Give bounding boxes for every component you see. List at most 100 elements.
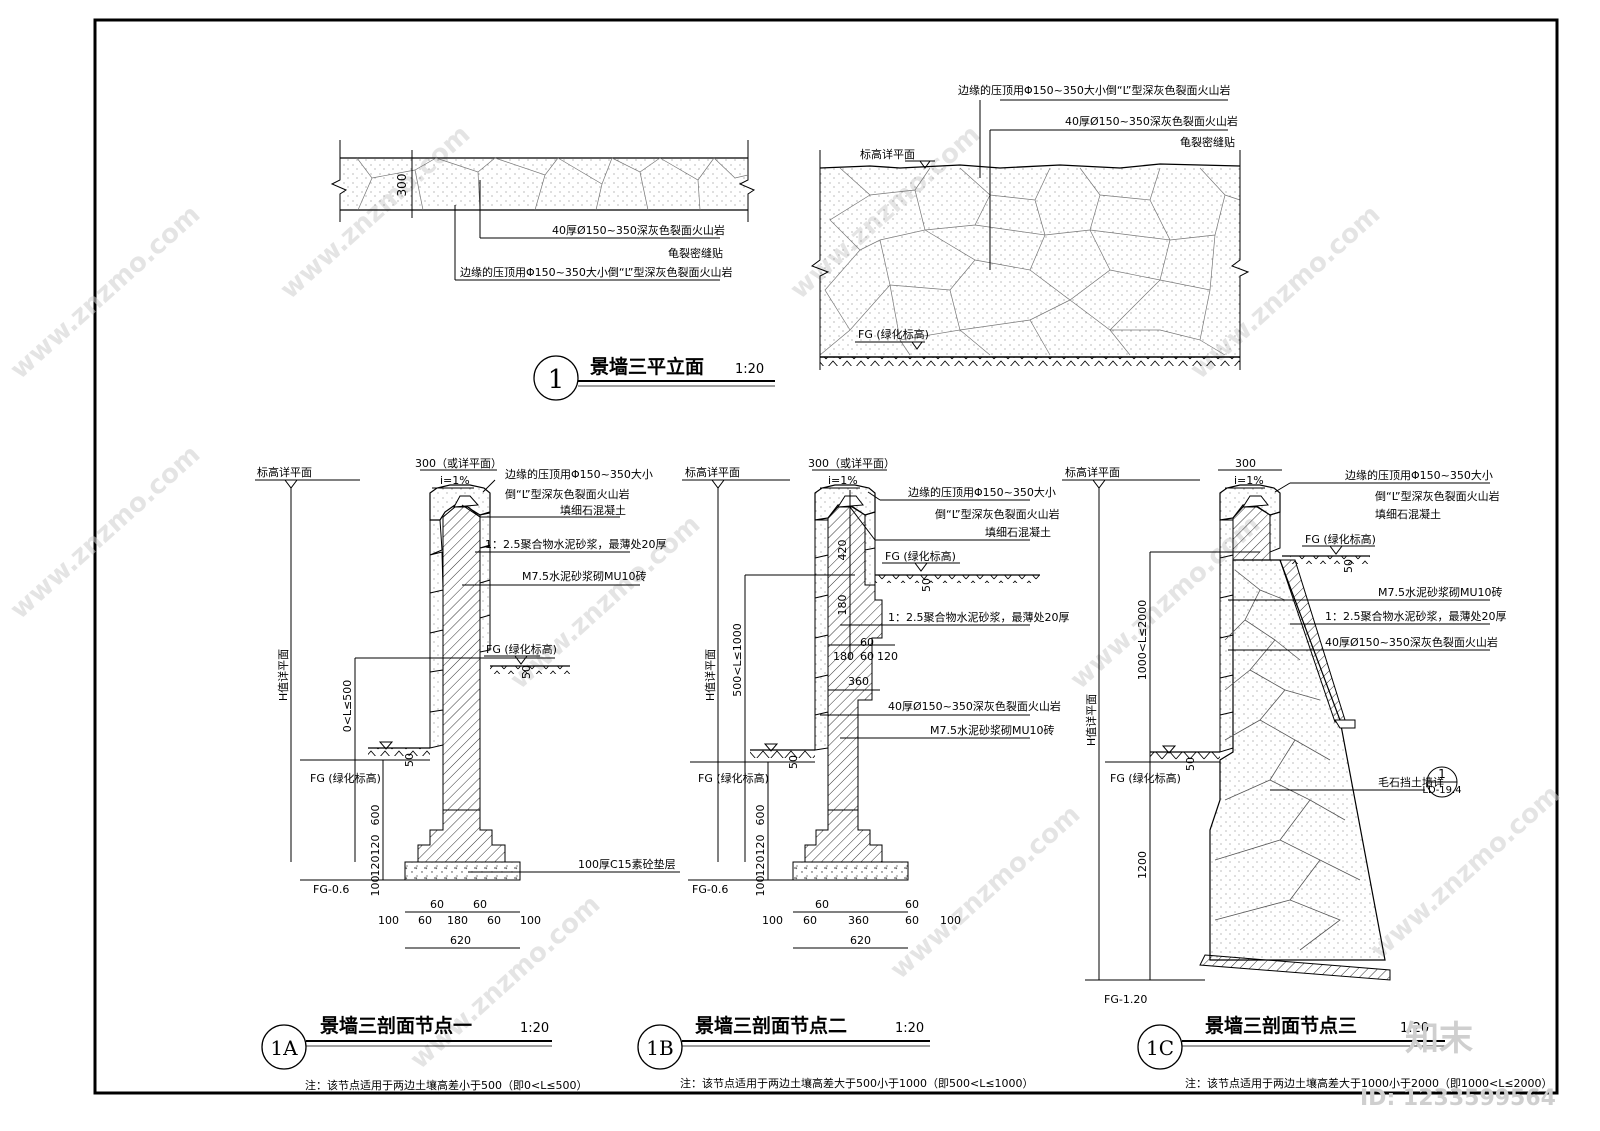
marker-1a: 1A: [270, 1036, 298, 1060]
mid-360: 360: [848, 675, 869, 688]
title-block-1: 1 景墙三平立面 1:20: [533, 355, 775, 401]
fg-bottom: FG-0.6: [313, 883, 349, 896]
dim-top-60a: 60: [430, 898, 444, 911]
elev-note2: 40厚Ø150~350深灰色裂面火山岩: [1065, 114, 1238, 128]
mid-180: 180: [833, 650, 854, 663]
dim-100: 100: [754, 876, 767, 897]
callout-6: M7.5水泥砂浆砌MU10砖: [930, 723, 1055, 737]
l-label: 1000<L≤2000: [1136, 600, 1149, 681]
elevation-scale: 1:20: [735, 362, 764, 377]
marker-1c: 1C: [1146, 1036, 1174, 1060]
section-a-scale: 1:20: [520, 1021, 549, 1036]
dim-50: 50: [403, 753, 416, 767]
dim-b3: 180: [447, 914, 468, 927]
dim-b4: 60: [487, 914, 501, 927]
dim-50a: 50: [1342, 559, 1355, 573]
top-dim: 300（或详平面）: [808, 456, 895, 470]
callout-4: M7.5水泥砂浆砌MU10砖: [1378, 585, 1503, 599]
fg-lower: FG (绿化标高): [1110, 771, 1181, 785]
section-a-note: 注：该节点适用于两边土壤高差小于500（即0<L≤500）: [305, 1078, 588, 1092]
dim-top-60a: 60: [815, 898, 829, 911]
callout-2: 倒“L”型深灰色裂面火山岩: [505, 487, 630, 501]
watermark-text: www.znzmo.com: [885, 799, 1087, 985]
mid-60: 60: [860, 636, 874, 649]
top-dim: 300（或详平面）: [415, 456, 502, 470]
callout-2: 倒“L”型深灰色裂面火山岩: [1375, 489, 1500, 503]
dim-b1: 100: [378, 914, 399, 927]
dim-b5: 100: [940, 914, 961, 927]
section-1c: 300 i=1% 标高详平面 H值详平面 1000<L≤2000 1200 FG…: [1062, 457, 1553, 1090]
slope: i=1%: [828, 474, 858, 487]
l-label: 0<L≤500: [341, 680, 354, 733]
section-c-title: 景墙三剖面节点三: [1205, 1014, 1357, 1037]
section-b-title: 景墙三剖面节点二: [695, 1014, 847, 1037]
callout-4: 1：2.5聚合物水泥砂浆，最薄处20厚: [888, 610, 1070, 624]
dim-top-60b: 60: [905, 898, 919, 911]
callout-3: 填细石混凝土: [1375, 507, 1441, 521]
callout-1: 边缘的压顶用Φ150~350大小: [505, 467, 653, 481]
dim-top-60b: 60: [473, 898, 487, 911]
fg-upper: FG (绿化标高): [885, 549, 956, 563]
dim-1200: 1200: [1136, 851, 1149, 879]
callout-2: 倒“L”型深灰色裂面火山岩: [935, 507, 1060, 521]
dim-120: 120: [754, 856, 767, 877]
mid-120: 120: [877, 650, 898, 663]
top-label: 标高详平面: [1065, 465, 1120, 479]
dim-total: 620: [850, 934, 871, 947]
dim-600: 600: [754, 805, 767, 826]
h-label: H值详平面: [703, 649, 717, 701]
fg-upper: FG (绿化标高): [486, 642, 557, 656]
dim-120: 120: [754, 835, 767, 856]
marker-1: 1: [548, 365, 565, 395]
section-c-scale: 1:20: [1400, 1021, 1429, 1036]
plan-note1: 40厚Ø150~350深灰色裂面火山岩: [552, 223, 725, 237]
dim-180v: 180: [836, 595, 849, 616]
section-1b: 300（或详平面） i=1% 标高详平面 H值详平面 500<L≤1000 42…: [637, 456, 1070, 1090]
callout-3: 填细石混凝土: [985, 525, 1051, 539]
watermark-text: www.znzmo.com: [275, 119, 477, 305]
watermark-text: www.znzmo.com: [1365, 779, 1567, 965]
elev-fg-label: FG (绿化标高): [858, 327, 929, 341]
callout-3: 填细石混凝土: [560, 503, 626, 517]
dim-b4: 60: [905, 914, 919, 927]
slope: i=1%: [1234, 474, 1264, 487]
top-label: 标高详平面: [257, 465, 312, 479]
dim-b5: 100: [520, 914, 541, 927]
elev-top-label: 标高详平面: [860, 147, 915, 161]
callout-6: 100厚C15素砼垫层: [578, 857, 676, 871]
fg-lower: FG (绿化标高): [310, 771, 381, 785]
ref-sheet: LD-19.4: [1422, 785, 1461, 796]
plan-note3: 边缘的压顶用Φ150~350大小倒“L”型深灰色裂面火山岩: [460, 265, 733, 279]
outer-border: [93, 18, 1559, 1095]
callout-5: M7.5水泥砂浆砌MU10砖: [522, 569, 647, 583]
fg-bottom: FG-1.20: [1104, 993, 1147, 1006]
dim-100: 100: [369, 876, 382, 897]
plan-strip: 300 40厚Ø150~350深灰色裂面火山岩 龟裂密缝贴 边缘的压顶用Φ150…: [330, 140, 756, 281]
top-dim: 300: [1235, 457, 1256, 470]
h-label: H值详平面: [276, 649, 290, 701]
section-1a: 300（或详平面） i=1% 标高详平面 H值详平面 0<L≤500 FG (绿…: [255, 456, 680, 1092]
dim-50b: 50: [787, 755, 800, 769]
section-b-note: 注：该节点适用于两边土壤高差大于500小于1000（即500<L≤1000）: [680, 1076, 1034, 1090]
callout-1: 边缘的压顶用Φ150~350大小: [1345, 468, 1493, 482]
dim-300: 300: [395, 174, 409, 197]
brand-logo: 知末: [1405, 1019, 1473, 1059]
section-b-scale: 1:20: [895, 1021, 924, 1036]
l-label: 500<L≤1000: [731, 623, 744, 697]
fg-lower: FG (绿化标高): [698, 771, 769, 785]
section-a-title: 景墙三剖面节点一: [320, 1014, 472, 1037]
h-label: H值详平面: [1084, 694, 1098, 746]
mid-60b: 60: [860, 650, 874, 663]
image-id: ID: 1233599564: [1360, 1086, 1556, 1111]
dim-600: 600: [369, 805, 382, 826]
dim-50a: 50: [920, 578, 933, 592]
callout-6: 40厚Ø150~350深灰色裂面火山岩: [1325, 635, 1498, 649]
watermark-text: www.znzmo.com: [5, 439, 207, 625]
elev-note1: 边缘的压顶用Φ150~350大小倒“L”型深灰色裂面火山岩: [958, 83, 1231, 97]
top-label: 标高详平面: [685, 465, 740, 479]
dim-120: 120: [369, 856, 382, 877]
dim-b3: 360: [848, 914, 869, 927]
dim-b2: 60: [803, 914, 817, 927]
fg-bottom: FG-0.6: [692, 883, 728, 896]
